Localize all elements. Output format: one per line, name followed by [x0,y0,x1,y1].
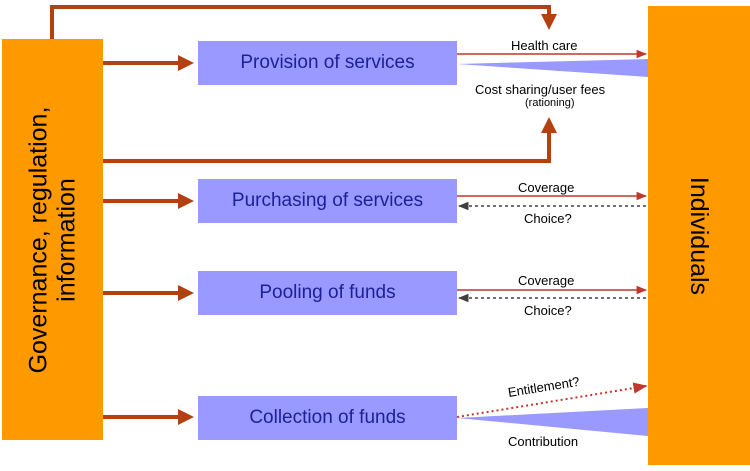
pooling-of-funds-box: Pooling of funds [198,271,457,315]
individuals-actor: Individuals [648,6,750,465]
pooling-coverage-label: Coverage [518,273,575,288]
cost-sharing-label: Cost sharing/user fees [475,82,606,97]
individuals-label: Individuals [685,176,714,295]
purchasing-choice-label: Choice? [524,211,572,226]
contribution-label: Contribution [508,434,579,449]
governance-actor: Governance, regulation, information [2,39,103,440]
governance-top-loop-arrow [50,5,557,39]
pooling-choice-label: Choice? [524,303,572,318]
governance-label: Governance, regulation, information [25,106,81,373]
rationing-label: (rationing) [525,97,575,109]
health-care-label: Health care [511,38,578,53]
governance-label-line-2: information [52,177,81,302]
cost-sharing-wedge [457,59,648,77]
governance-label-line-1: Governance, regulation, [24,106,53,373]
collection-of-funds-box: Collection of funds [198,396,457,440]
contribution-wedge [457,408,648,436]
entitlement-arrow [456,382,648,418]
purchasing-coverage-label: Coverage [518,180,575,195]
purchasing-of-services-box: Purchasing of services [198,179,457,223]
governance-cost-sharing-arrow [103,117,557,163]
provision-of-services-box: Provision of services [198,41,457,85]
